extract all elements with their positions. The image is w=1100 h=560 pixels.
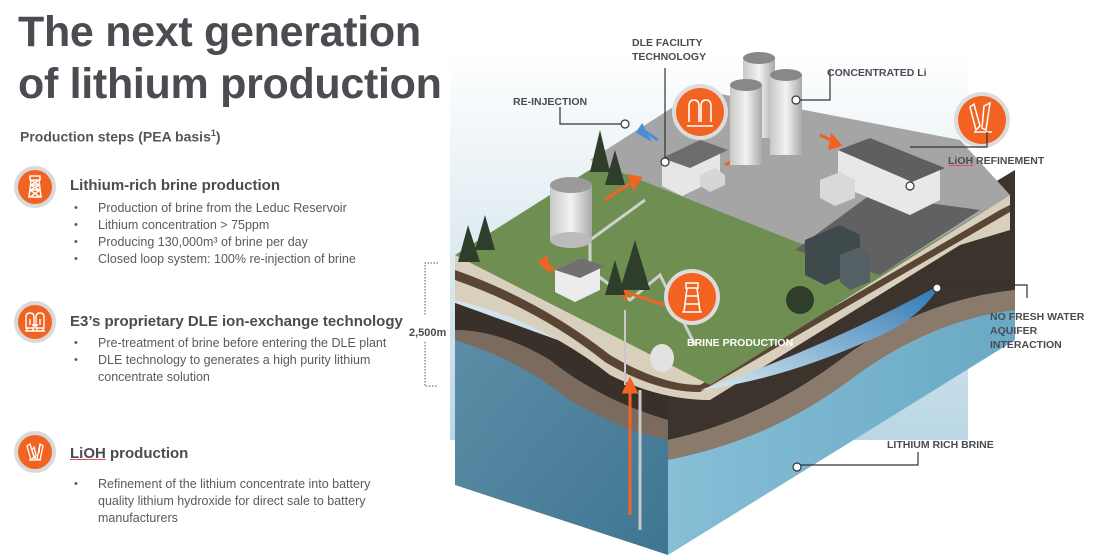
label-line: AQUIFER [990,325,1038,337]
step-bullets: Refinement of the lithium concentrate in… [70,476,390,527]
label-no-fresh-water: NO FRESH WATER AQUIFER INTERACTION [990,310,1084,352]
delivery-truck [805,225,870,290]
trees [458,130,814,314]
step-icon-badge [14,166,56,208]
storage-tank [550,177,592,248]
pump-house [555,258,605,302]
step-icon-badge [14,431,56,473]
subtitle-end: ) [215,128,221,145]
diagram-artwork [400,50,1100,560]
callout-lines [559,68,1028,466]
step-bullets: Production of brine from the Leduc Reser… [70,200,356,268]
bullet-item: Lithium concentration > 75ppm [70,217,356,234]
dle-tanks-icon [25,312,45,332]
section-subtitle: Production steps (PEA basis1) [20,128,221,145]
title-line-1: The next generation [18,8,421,56]
step-icon-badge [14,301,56,343]
label-concentrated-li: CONCENTRATED Li [827,67,927,79]
title-line-2: of lithium production [18,60,442,108]
lithium-production-diagram: DLE FACILITY TECHNOLOGY RE-INJECTION CON… [400,0,1100,560]
step-title: LiOH production [70,445,188,462]
dle-building [662,140,728,196]
bullet-item: DLE technology to generates a high purit… [70,352,390,386]
brine-production-badge [664,269,720,325]
step-title-lioh: LiOH [70,445,106,462]
subtitle-text: Production steps (PEA basis [20,128,211,145]
dle-facility-badge [672,84,728,140]
label-lioh-refinement: LiOH REFINEMENT [948,155,1045,167]
wellhead [650,344,674,372]
step-title-rest: production [105,445,189,462]
reinjection-arrow [635,123,659,142]
bullet-item: Production of brine from the Leduc Reser… [70,200,356,217]
depth-label: 2,500m [409,327,447,339]
page-title: The next generation of lithium productio… [18,6,442,110]
callout-dots [620,95,942,472]
lioh-refinement-badge [954,92,1010,148]
label-line: INTERACTION [990,339,1062,351]
label-lioh-text: LiOH [948,155,974,167]
bullet-item: Closed loop system: 100% re-injection of… [70,251,356,268]
label-line: TECHNOLOGY [632,51,707,63]
footnote-marker: 1 [210,128,216,138]
drilling-tower-icon [28,175,42,198]
bullet-item: Pre-treatment of brine before entering t… [70,335,390,352]
step-title: E3’s proprietary DLE ion-exchange techno… [70,313,403,330]
bullet-item: Refinement of the lithium concentrate in… [70,476,390,527]
label-brine-production: BRINE PRODUCTION [687,337,794,349]
lioh-plant [820,138,945,215]
depth-bracket [424,262,438,387]
label-dle-facility: DLE FACILITY TECHNOLOGY [632,36,706,64]
step-title: Lithium-rich brine production [70,177,280,194]
concentrated-li-silos [730,52,802,165]
label-re-injection: RE-INJECTION [513,96,588,108]
crystals-icon [26,442,44,462]
label-line: DLE FACILITY [632,37,703,49]
bullet-item: Producing 130,000m³ of brine per day [70,234,356,251]
label-lithium-rich-brine: LITHIUM RICH BRINE [887,439,994,451]
label-line: NO FRESH WATER [990,311,1085,323]
step-bullets: Pre-treatment of brine before entering t… [70,335,390,386]
